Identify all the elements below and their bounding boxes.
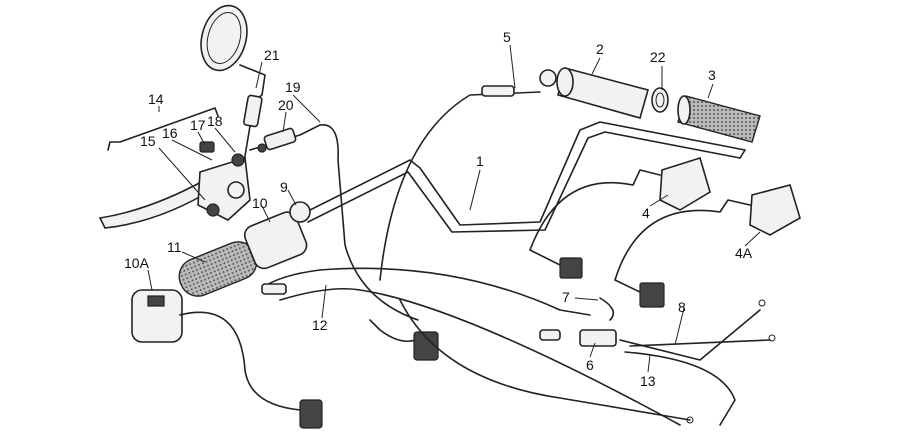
connector-center bbox=[369, 319, 439, 361]
leader-lines bbox=[147, 44, 761, 373]
callout-15: 15 bbox=[140, 133, 156, 149]
callout-18: 18 bbox=[207, 113, 223, 129]
mirror bbox=[200, 4, 266, 169]
callout-21: 21 bbox=[264, 47, 280, 63]
cable-ends bbox=[539, 297, 776, 426]
callout-19: 19 bbox=[285, 79, 301, 95]
callout-6: 6 bbox=[586, 357, 594, 373]
callout-11: 11 bbox=[167, 239, 182, 255]
callout-2: 2 bbox=[596, 41, 604, 57]
clutch-cable-adjuster bbox=[249, 124, 419, 321]
callout-12: 12 bbox=[312, 317, 328, 333]
cable-5 bbox=[379, 85, 691, 421]
callout-13: 13 bbox=[640, 373, 656, 389]
throttle-cable-12 bbox=[261, 267, 681, 426]
right-switch-4 bbox=[529, 156, 711, 279]
callout-7: 7 bbox=[562, 289, 570, 305]
callout-5: 5 bbox=[503, 29, 511, 45]
switch-10a bbox=[131, 289, 323, 429]
callout-10: 10 bbox=[252, 195, 268, 211]
callout-1: 1 bbox=[476, 153, 484, 169]
right-switch-4a bbox=[614, 184, 801, 308]
callout-8: 8 bbox=[678, 299, 686, 315]
callout-3: 3 bbox=[708, 67, 716, 83]
callout-14: 14 bbox=[148, 91, 164, 107]
left-switch-and-grip bbox=[178, 201, 311, 297]
callout-10a: 10A bbox=[124, 255, 150, 271]
callout-17: 17 bbox=[190, 117, 206, 133]
callout-22: 22 bbox=[650, 49, 666, 65]
callout-4a: 4A bbox=[735, 245, 753, 261]
throttle-grip bbox=[539, 67, 761, 143]
callout-4: 4 bbox=[642, 205, 650, 221]
callout-9: 9 bbox=[280, 179, 288, 195]
clutch-lever-assembly bbox=[98, 107, 251, 229]
callout-20: 20 bbox=[278, 97, 294, 113]
callout-labels: 1 2 3 4 4A 5 6 7 8 9 10 10A 11 12 13 14 … bbox=[124, 29, 753, 389]
callout-16: 16 bbox=[162, 125, 178, 141]
